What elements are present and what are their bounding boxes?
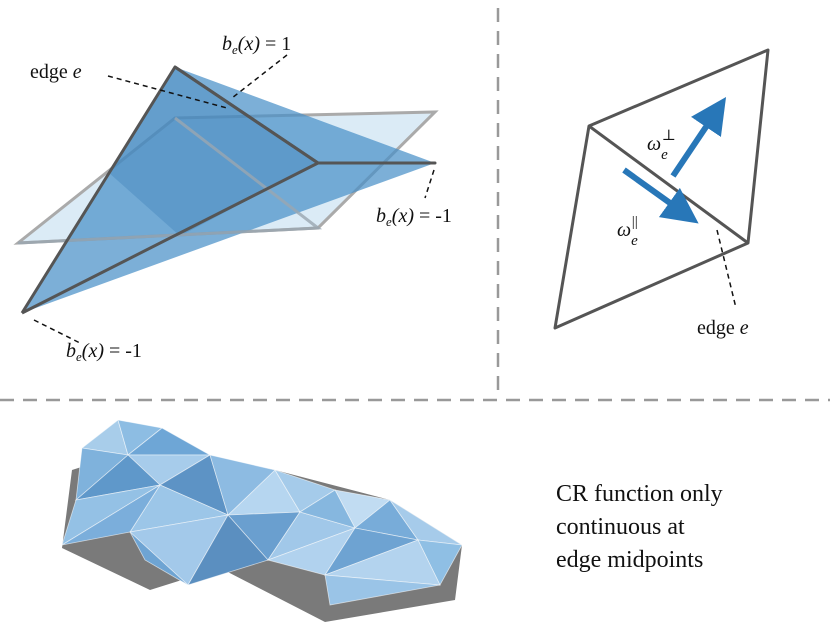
leader-edge bbox=[107, 75, 228, 109]
caption-line: edge midpoints bbox=[556, 547, 704, 573]
label-be-equals-neg1-right: be(x) = -1 bbox=[376, 205, 452, 229]
panel-top-right: ωe⊥ ωe|| edge e bbox=[553, 48, 770, 339]
cr-mesh-illustration bbox=[61, 419, 463, 622]
label-omega-perp: ωe⊥ bbox=[647, 128, 676, 163]
leader-edge-right bbox=[716, 229, 737, 309]
panel-top-left: edge e be(x) = 1 be(x) = -1 be(x) = -1 bbox=[13, 33, 452, 364]
basis-hinge bbox=[174, 65, 319, 165]
basis-overlap-shade bbox=[108, 67, 318, 236]
mesh-tiles bbox=[61, 419, 463, 606]
label-be-equals-1: be(x) = 1 bbox=[222, 33, 291, 57]
leader-top bbox=[231, 54, 288, 99]
label-edge-e-right: edge e bbox=[697, 317, 749, 339]
label-be-equals-neg1-bottom: be(x) = -1 bbox=[66, 340, 142, 364]
basis-outline bbox=[20, 65, 437, 315]
omega-perp-arrow bbox=[670, 97, 727, 178]
flat-plane-edge-front bbox=[17, 116, 323, 245]
basis-function-surface bbox=[22, 67, 435, 313]
triangle-pair bbox=[553, 48, 770, 330]
leader-right bbox=[424, 169, 435, 199]
caption-line: CR function only bbox=[556, 481, 723, 507]
label-edge-e: edge e bbox=[30, 61, 82, 83]
label-omega-par: ωe|| bbox=[617, 214, 638, 249]
caption: CR function only continuous at edge midp… bbox=[556, 478, 816, 577]
shared-edge-e bbox=[588, 124, 749, 245]
caption-line: continuous at bbox=[556, 514, 685, 540]
omega-par-arrow bbox=[622, 167, 699, 224]
